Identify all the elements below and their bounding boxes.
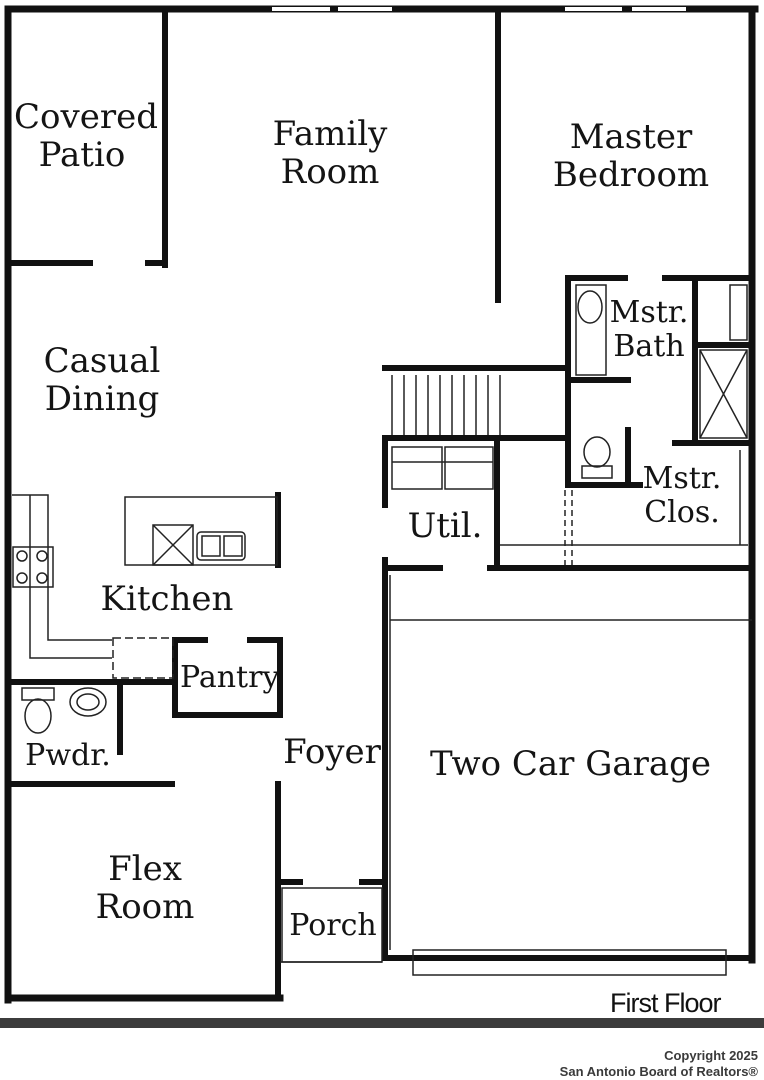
- covered-patio-label: Covered Patio: [14, 97, 158, 175]
- covered-patio-line1: Covered: [14, 97, 158, 137]
- family-room-label: Family Room: [262, 115, 398, 191]
- porch-label: Porch: [289, 908, 377, 943]
- casual-dining-line2: Dining: [44, 379, 160, 419]
- plan-details: [12, 284, 752, 976]
- garage-label: Two Car Garage: [430, 744, 712, 784]
- floor-label: First Floor: [610, 988, 721, 1018]
- master-bedroom-line2: Bedroom: [552, 155, 710, 195]
- bottom-band: [0, 1018, 764, 1028]
- mstr-clos-line2: Clos.: [644, 495, 720, 530]
- pantry-label: Pantry: [180, 660, 280, 695]
- foyer-label: Foyer: [283, 732, 381, 772]
- copyright-notice: Copyright 2025 San Antonio Board of Real…: [458, 1048, 758, 1080]
- kitchen-label: Kitchen: [100, 579, 234, 619]
- casual-dining-label: Casual Dining: [32, 342, 172, 418]
- mstr-clos-label: Mstr. Clos.: [634, 462, 730, 530]
- util-label: Util.: [407, 506, 483, 546]
- copyright-line1: Copyright 2025: [664, 1048, 758, 1063]
- flex-room-line1: Flex: [108, 849, 182, 889]
- mstr-clos-line1: Mstr.: [642, 461, 722, 496]
- flex-room-line2: Room: [95, 887, 195, 927]
- copyright-line2: San Antonio Board of Realtors®: [559, 1064, 758, 1079]
- family-room-line2: Room: [280, 152, 380, 192]
- family-room-line1: Family: [272, 114, 388, 154]
- casual-dining-line1: Casual: [43, 341, 161, 381]
- covered-patio-line2: Patio: [38, 135, 126, 175]
- mstr-bath-line2: Bath: [613, 329, 685, 364]
- interior-walls: [5, 6, 755, 1001]
- mstr-bath-label: Mstr. Bath: [604, 296, 694, 364]
- mstr-bath-line1: Mstr.: [609, 295, 689, 330]
- master-bedroom-label: Master Bedroom: [550, 118, 712, 194]
- pwdr-label: Pwdr.: [25, 738, 111, 773]
- master-bedroom-line1: Master: [569, 117, 693, 157]
- flex-room-label: Flex Room: [90, 850, 200, 926]
